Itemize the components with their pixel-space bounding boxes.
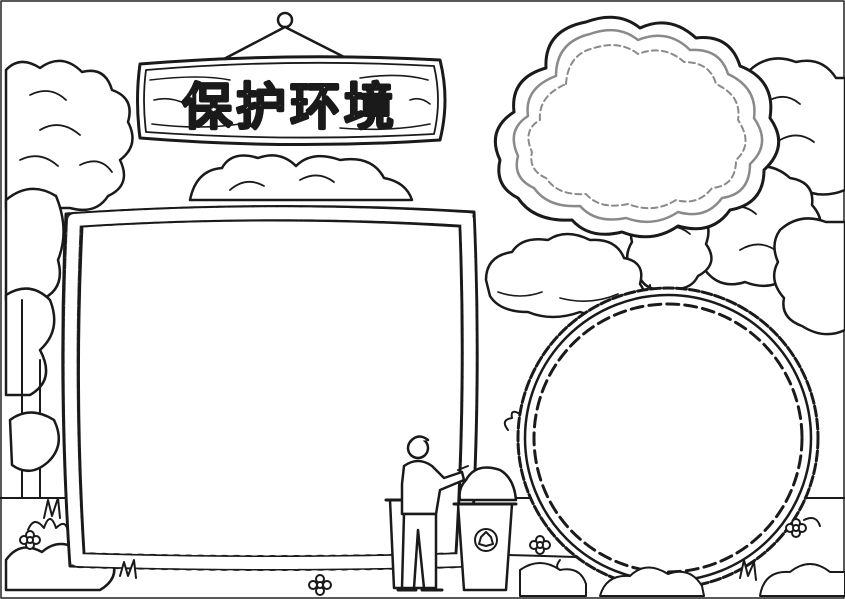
person-legs	[400, 512, 438, 590]
flower	[529, 535, 551, 555]
back-bush	[188, 154, 414, 202]
title-sign: 保护环境	[136, 11, 447, 147]
flower	[785, 518, 807, 538]
left-writing-frame	[61, 204, 479, 571]
recycle-icon	[474, 528, 498, 552]
person-figure	[396, 435, 469, 592]
garbage-bag	[458, 466, 518, 502]
grass-tuft	[739, 559, 757, 581]
grass-tuft	[43, 497, 61, 519]
flower	[19, 530, 41, 550]
grass-tuft	[119, 559, 137, 579]
title-text: 保护环境	[182, 78, 398, 136]
ground-flowers	[19, 497, 845, 597]
flower	[308, 574, 332, 596]
top-right-cloud-frame	[493, 15, 781, 239]
mid-cloud-bush	[484, 232, 646, 319]
round-writing-frame	[503, 286, 821, 590]
